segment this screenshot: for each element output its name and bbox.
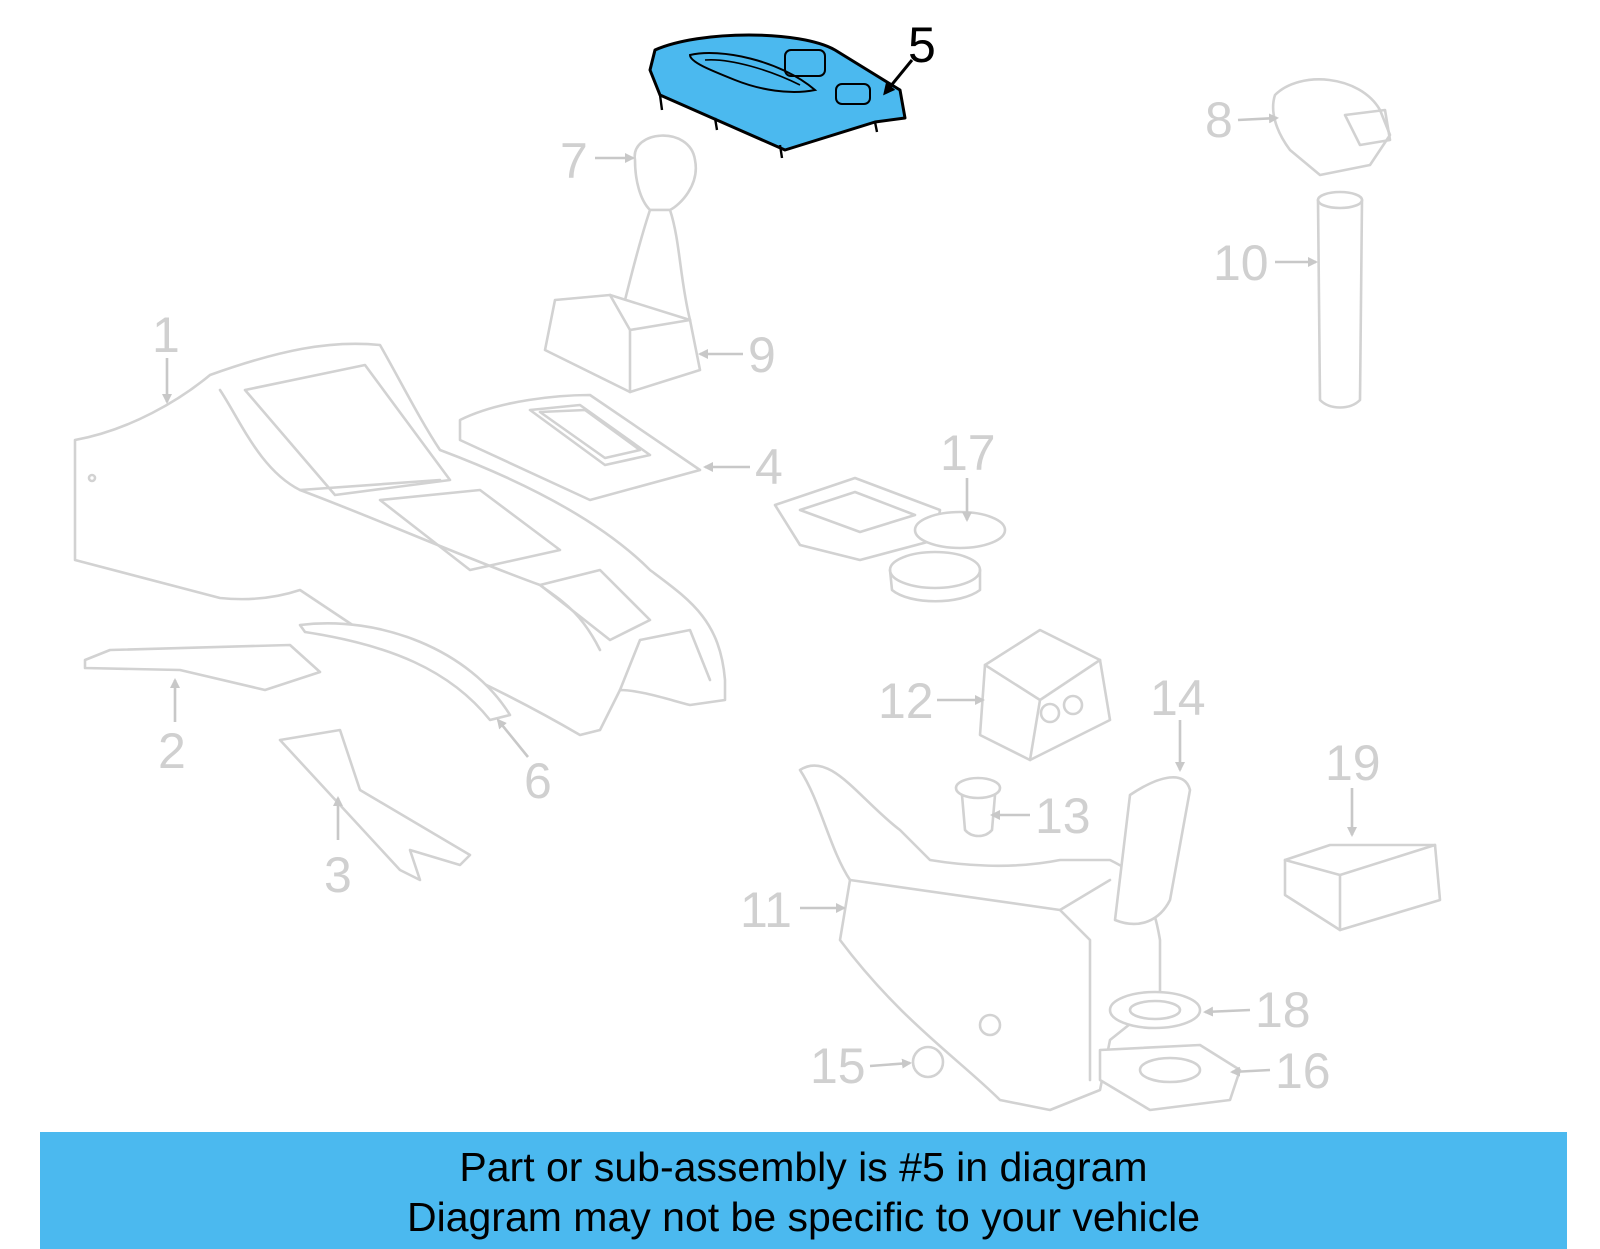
callout-13: 13 (1035, 788, 1091, 844)
callout-19: 19 (1325, 735, 1381, 791)
part-9-shift-boot[interactable] (543, 208, 702, 394)
part-7-shift-knob[interactable] (633, 134, 698, 212)
part-10-cylinder[interactable] (1316, 190, 1364, 409)
part-6-side-trim[interactable] (298, 622, 512, 722)
part-1-console-body[interactable] (73, 342, 727, 737)
part-18-cup-ring[interactable] (1108, 990, 1202, 1030)
callout-11: 11 (740, 882, 792, 938)
banner-line-1: Part or sub-assembly is #5 in diagram (459, 1144, 1148, 1190)
callout-15: 15 (810, 1038, 866, 1094)
leader-arrows (162, 59, 1357, 1077)
info-banner: Part or sub-assembly is #5 in diagram Di… (40, 1132, 1567, 1249)
banner-line-2: Diagram may not be specific to your vehi… (406, 1194, 1200, 1240)
callout-7: 7 (560, 133, 588, 189)
callout-10: 10 (1213, 235, 1269, 291)
callout-12: 12 (878, 673, 934, 729)
callout-4: 4 (755, 439, 783, 495)
part-5-console-panel[interactable] (648, 33, 907, 159)
callout-3: 3 (324, 847, 352, 903)
part-19-bin[interactable] (1283, 843, 1442, 932)
part-3-bracket[interactable] (278, 728, 472, 882)
callout-8: 8 (1205, 92, 1233, 148)
part-4-trim-plate[interactable] (458, 393, 702, 502)
callout-9: 9 (748, 327, 776, 383)
part-12-mechanism[interactable] (978, 628, 1112, 762)
part-8-knob[interactable] (1271, 78, 1392, 177)
callout-5: 5 (908, 17, 936, 73)
callout-6: 6 (524, 753, 552, 809)
part-2-trim-strip[interactable] (83, 643, 322, 692)
callout-14: 14 (1150, 670, 1206, 726)
part-16-cup-tray[interactable] (1098, 1043, 1242, 1112)
callout-16: 16 (1275, 1043, 1331, 1099)
part-14-armrest[interactable] (1113, 776, 1192, 926)
callout-17: 17 (940, 425, 996, 481)
callout-1: 1 (152, 307, 180, 363)
part-15-cap[interactable] (911, 1045, 945, 1079)
callout-2: 2 (158, 723, 186, 779)
callout-18: 18 (1255, 982, 1311, 1038)
part-13-plug[interactable] (954, 776, 1002, 838)
part-17-cup-holder-tray[interactable] (773, 476, 1007, 603)
